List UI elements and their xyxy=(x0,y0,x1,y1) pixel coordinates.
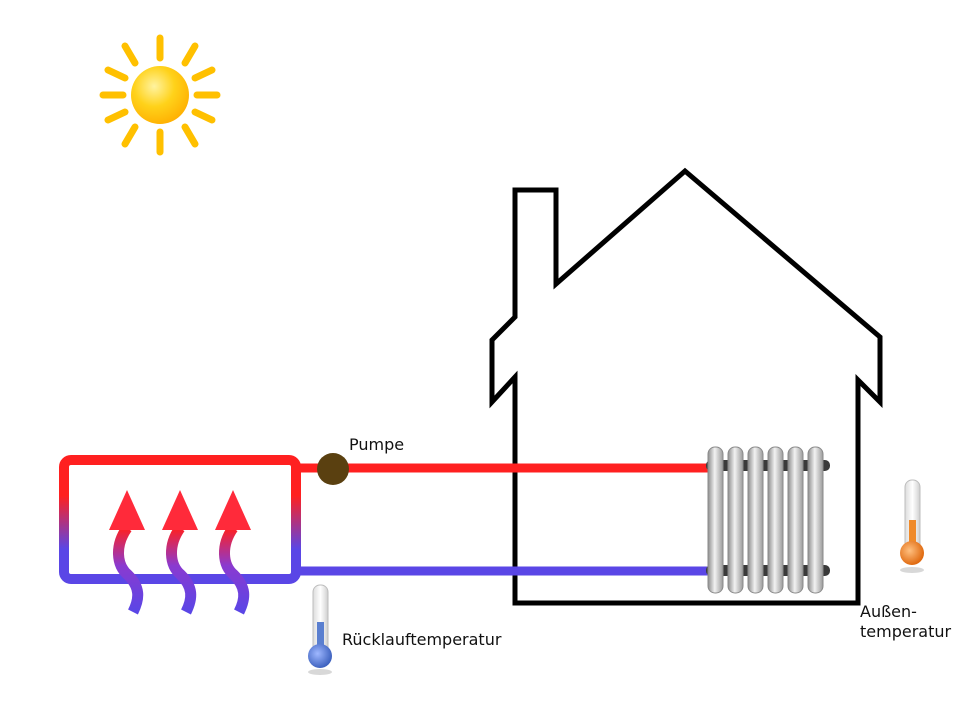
heat-arrow xyxy=(113,524,250,615)
thermometer-warm-icon xyxy=(900,479,924,573)
sun-icon xyxy=(99,34,221,156)
outside-temperature-label: Außen- temperatur xyxy=(860,602,951,642)
outside-temperature-label-line2: temperatur xyxy=(860,622,952,641)
house-icon xyxy=(489,167,883,606)
radiator-icon xyxy=(706,446,830,594)
solar-collector-icon xyxy=(59,455,301,615)
pump-icon xyxy=(317,453,349,485)
return-temperature-label: Rücklauftemperatur xyxy=(342,630,502,649)
thermometer-cold-icon xyxy=(308,584,332,675)
outside-temperature-label-line1: Außen- xyxy=(860,602,917,621)
pump-label: Pumpe xyxy=(349,435,405,454)
